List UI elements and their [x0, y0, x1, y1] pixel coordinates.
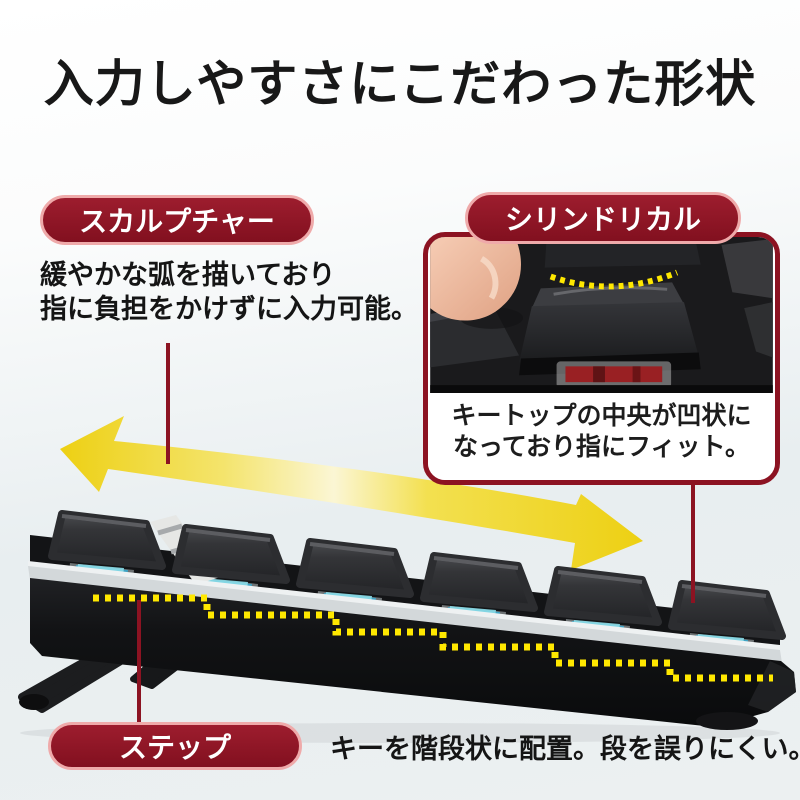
cylindrical-caption-line1: キートップの中央が凹状に [451, 402, 752, 430]
sculpture-curve-arrow [60, 416, 643, 570]
sculpture-description-line2: 指に負担をかけずに入力可能。 [40, 294, 418, 324]
badge-cylindrical-label: シリンドリカル [504, 204, 701, 235]
badge-step-label: ステップ [118, 732, 231, 763]
leader-line-cylindrical [691, 484, 695, 603]
case-right-end [748, 661, 796, 712]
double-arrow-icon [60, 416, 643, 570]
badge-sculpture: スカルプチャー [40, 195, 314, 245]
sculpture-description-line1: 緩やかな弧を描いており [40, 260, 336, 290]
cylindrical-callout-box: キートップの中央が凹状に なっており指にフィット。 [423, 232, 780, 485]
back-keycap [544, 237, 701, 268]
page-title: 入力しやすさにこだわった形状 [43, 56, 757, 112]
step-dotted-line [93, 594, 773, 682]
sculpture-description: 緩やかな弧を描いており 指に負担をかけずに入力可能。 [40, 258, 418, 326]
cylindrical-caption-line2: なっており指にフィット。 [452, 433, 750, 461]
leader-line-step [137, 600, 141, 723]
concave-dotted-arc [549, 269, 679, 290]
rubber-foot [696, 712, 758, 730]
keyboard-side-photo [18, 510, 796, 743]
right-keycap [744, 302, 773, 358]
keycaps-row [48, 510, 786, 640]
step-description: キーを階段状に配置。段を誤りにくい。 [330, 733, 800, 764]
red-switch [556, 361, 672, 389]
plate-strip [28, 566, 782, 663]
plate-edge [430, 385, 773, 393]
plate-highlight [28, 561, 780, 651]
badge-sculpture-label: スカルプチャー [79, 206, 275, 237]
top-right-keycap [721, 238, 773, 299]
center-keycap [519, 282, 699, 363]
leader-line-sculpture [166, 343, 170, 464]
finger-keycap-photo [430, 237, 773, 393]
cylindrical-caption: キートップの中央が凹状に なっており指にフィット。 [428, 393, 775, 480]
finger [430, 237, 524, 329]
badge-step: ステップ [48, 722, 302, 770]
badge-cylindrical: シリンドリカル [465, 192, 741, 244]
